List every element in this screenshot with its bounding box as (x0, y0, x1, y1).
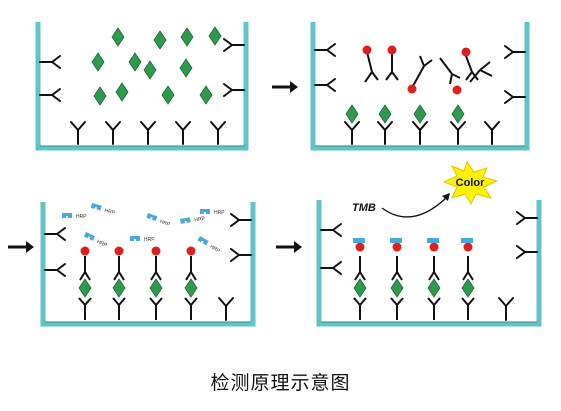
hrp-label: HRP (194, 216, 206, 224)
bound-complexes (353, 238, 514, 321)
figure-caption: 检测原理示意图 (210, 372, 351, 394)
arrow-2-to-3 (8, 241, 34, 253)
hrp-label: HRP (76, 214, 87, 220)
sandwich-complexes (78, 246, 234, 321)
panel-4-substrate-color: TMB Color (316, 160, 542, 327)
hrp-label: HRP (104, 208, 116, 217)
hrp-label: HRP (96, 239, 109, 249)
detection-antibodies (362, 45, 493, 95)
hrp-label: HRP (144, 237, 155, 243)
hrp-label: HRP (214, 210, 225, 216)
hrp-label: HRP (159, 219, 172, 228)
well-4 (316, 200, 542, 327)
panel-1-capture (35, 22, 249, 151)
panel-3-enzyme-conjugate: HRP HRP HRP HRP HRP HRP (40, 202, 256, 327)
panel-2-detection-antibody (310, 22, 530, 151)
color-label: Color (456, 177, 485, 189)
tmb-label: TMB (352, 202, 376, 214)
arrow-3-to-4 (276, 241, 302, 253)
captured-antigen (344, 104, 500, 145)
arrow-1-to-2 (272, 81, 298, 93)
well-3 (40, 202, 256, 327)
capture-antibody (70, 121, 226, 145)
tmb-to-color-arrow (381, 197, 447, 218)
well-2 (310, 22, 530, 151)
free-antigens (91, 26, 222, 106)
hrp-label: HRP (209, 244, 222, 255)
well-1 (35, 22, 249, 151)
color-burst: Color (442, 160, 499, 206)
